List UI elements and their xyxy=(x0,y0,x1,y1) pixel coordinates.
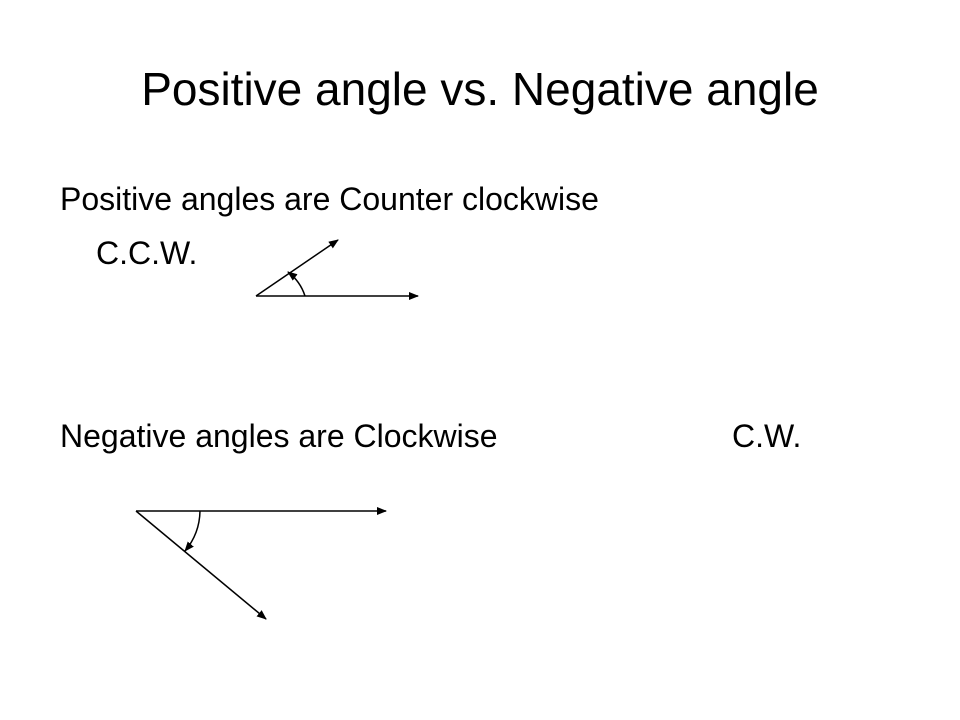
negative-angle-description: Negative angles are Clockwise xyxy=(60,418,498,454)
positive-angle-abbreviation: C.C.W. xyxy=(96,235,198,271)
negative-rotation-arc xyxy=(184,510,201,552)
positive-rotation-arc xyxy=(287,271,306,297)
positive-angle-description: Positive angles are Counter clockwise xyxy=(60,181,599,217)
slide-title: Positive angle vs. Negative angle xyxy=(141,63,819,115)
positive-angle-diagram xyxy=(255,239,419,300)
negative-terminal-ray xyxy=(135,510,267,620)
negative-angle-abbreviation: C.W. xyxy=(732,418,802,454)
positive-terminal-ray xyxy=(255,239,339,297)
negative-angle-diagram xyxy=(135,507,387,620)
